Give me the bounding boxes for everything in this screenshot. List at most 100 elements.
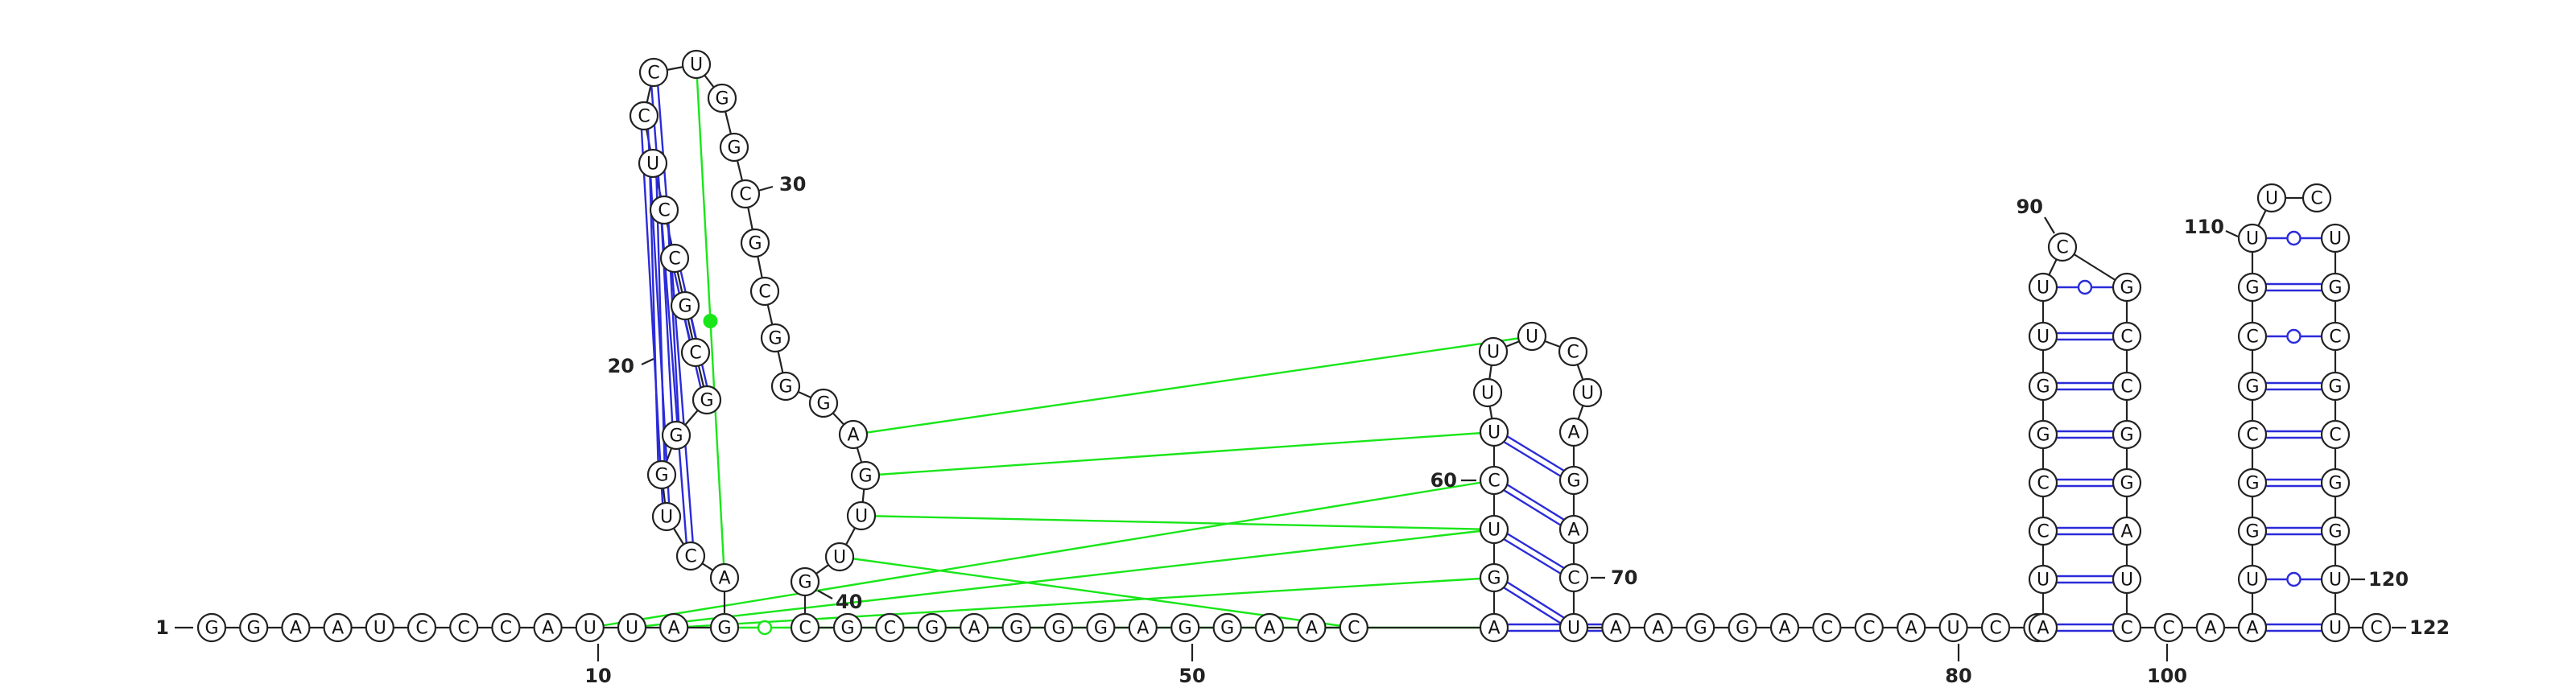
nucleotide-circle (2237, 564, 2268, 595)
nucleotide-base-label: C (415, 619, 427, 639)
nucleotide-circle (2112, 612, 2142, 643)
nucleotide-circle (1558, 514, 1589, 545)
nucleotide-circle (1086, 612, 1116, 643)
nucleotide-circle (2112, 419, 2142, 450)
number-label-122: 122 (2409, 616, 2450, 639)
nucleotide-26: C (638, 57, 669, 88)
nucleotide-circle (707, 83, 737, 113)
nucleotide-base-label: C (1989, 619, 2001, 639)
nucleotide-circle (1769, 612, 1800, 643)
nucleotide-base-label: C (647, 64, 659, 84)
number-label-40: 40 (836, 591, 862, 613)
nucleotide-circle (1472, 377, 1503, 408)
nucleotide-circle (2320, 272, 2351, 303)
nucleotide-108: G (2237, 272, 2268, 303)
nucleotide-base-label: C (2120, 619, 2132, 639)
nucleotide-base-label: G (2328, 377, 2342, 397)
nucleotide-76: C (1854, 612, 1884, 643)
nucleotide-base-label: G (925, 619, 939, 639)
nucleotide-circle (2112, 564, 2142, 595)
nucleotide-circle (1558, 612, 1589, 643)
pseudoknot-line-38-57 (861, 514, 1495, 531)
nucleotide-circle (749, 276, 780, 307)
nucleotide-18: G (661, 420, 691, 451)
nucleotide-73: G (1728, 612, 1757, 643)
nucleotide-circle (2112, 516, 2142, 546)
nucleotide-base-label: A (290, 619, 302, 639)
nucleotide-circle (2028, 371, 2058, 402)
nucleotide-57: U (1479, 514, 1509, 545)
nucleotide-base-label: A (1567, 521, 1579, 541)
nucleotide-base-label: G (717, 619, 731, 639)
nucleotide-10: U (575, 612, 605, 643)
nucleotide-circle (2047, 232, 2078, 262)
number-label-60: 60 (1430, 469, 1457, 492)
nucleotide-base-label: C (739, 185, 751, 205)
nucleotide-circle (281, 612, 311, 643)
nucleotide-circle (838, 419, 869, 450)
nucleotide-circle (651, 501, 682, 532)
nucleotide-103: G (2237, 516, 2268, 546)
nucleotide-23: C (649, 195, 679, 225)
nucleotide-114: G (2320, 272, 2351, 303)
nucleotide-33: G (760, 323, 791, 353)
nucleotide-base-label: U (1567, 619, 1580, 639)
nucleotide-circle (2028, 564, 2058, 595)
nucleotide-circle (681, 49, 712, 80)
nucleotide-15: C (675, 541, 706, 571)
nucleotide-24: U (638, 148, 668, 179)
nucleotide-circle (1254, 612, 1285, 643)
nucleotide-base-label: G (1487, 569, 1501, 589)
nucleotide-circle (709, 612, 740, 643)
nucleotide-79: C (1980, 612, 2011, 643)
nucleotide-base-label: A (542, 619, 554, 639)
pseudoknot-line-36-62 (852, 335, 1533, 436)
nucleotide-base-label: U (2265, 189, 2278, 209)
number-label-1: 1 (155, 616, 169, 639)
nucleotide-base-label: G (778, 377, 792, 397)
nucleotide-circle (617, 612, 647, 643)
number-label-80: 80 (1945, 665, 1971, 687)
nucleotide-circle (832, 612, 863, 643)
nucleotide-base-label: G (247, 619, 261, 639)
nucleotide-circle (2320, 612, 2351, 643)
nucleotide-base-label: A (968, 619, 980, 639)
nucleotide-13: G (709, 612, 740, 643)
nucleotide-circle (917, 612, 947, 643)
nucleotide-base-label: A (718, 569, 730, 589)
nucleotide-circle (533, 612, 563, 643)
nucleotide-circle (2320, 564, 2351, 595)
nucleotide-base-label: A (1488, 619, 1500, 639)
base-pair-57-68 (1503, 538, 1562, 575)
nucleotide-circle (2237, 419, 2268, 450)
nucleotide-circle (709, 562, 740, 593)
nucleotide-6: C (407, 612, 437, 643)
nucleotide-base-label: C (689, 344, 701, 364)
nucleotide-circle (1728, 612, 1757, 643)
nucleotide-circle (1938, 612, 1968, 643)
nucleotide-95: A (2112, 516, 2142, 546)
number-label-50: 50 (1179, 665, 1205, 687)
nucleotide-circle (2112, 468, 2142, 498)
nucleotide-base-label: G (1736, 619, 1749, 639)
nucleotide-110: U (2256, 183, 2287, 213)
nucleotide-63: C (1558, 336, 1588, 367)
nucleotide-circle (649, 195, 679, 225)
nucleotide-60: U (1472, 377, 1503, 408)
nucleotide-86: G (2028, 371, 2058, 402)
nucleotide-circle (365, 612, 394, 643)
nucleotide-base-label: C (2120, 377, 2132, 397)
nucleotide-base-label: C (758, 282, 770, 303)
nucleotide-base-label: G (700, 391, 713, 411)
nucleotide-circle (2320, 419, 2351, 450)
nucleotide-44: G (917, 612, 947, 643)
nucleotide-8: C (491, 612, 521, 643)
nucleotide-base-label: A (1263, 619, 1275, 639)
number-label-110: 110 (2184, 216, 2224, 238)
nucleotide-base-label: A (1306, 619, 1318, 639)
nucleotide-circle (1128, 612, 1158, 643)
nucleotide-120: U (2320, 564, 2351, 595)
number-tick-40 (817, 590, 833, 599)
nucleotide-69: U (1558, 612, 1589, 643)
